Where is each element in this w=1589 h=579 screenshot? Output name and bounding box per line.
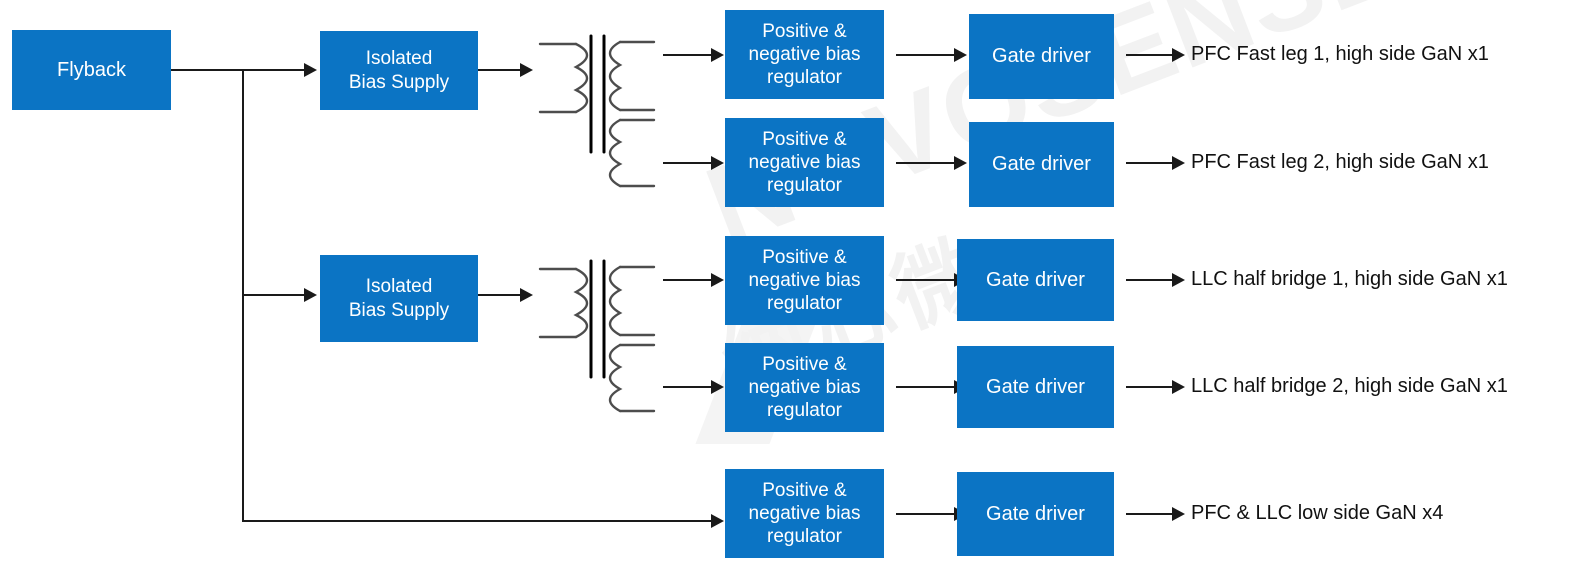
gate-driver-5-label: Gate driver	[986, 502, 1085, 525]
flyback-label: Flyback	[57, 58, 126, 81]
transformer-2	[538, 259, 656, 413]
transformer-1	[538, 34, 656, 188]
connector-driver2-to-output2	[1126, 162, 1174, 164]
connector-regulator4-to-driver4	[896, 386, 956, 388]
output-label-3: LLC half bridge 1, high side GaN x1	[1191, 268, 1508, 290]
gate-driver-5[interactable]: Gate driver	[957, 472, 1114, 556]
arrow-bus-to-regulator5	[711, 514, 724, 528]
connector-xfmr2s2-to-regulator4	[663, 386, 713, 388]
bias-regulator-4-line2: negative bias	[748, 376, 861, 398]
bias-regulator-1[interactable]: Positive & negative bias regulator	[725, 10, 884, 99]
bias-regulator-5-line1: Positive &	[762, 479, 847, 501]
bias-regulator-3-line1: Positive &	[762, 246, 847, 268]
output-label-1: PFC Fast leg 1, high side GaN x1	[1191, 43, 1489, 65]
connector-regulator2-to-driver2	[896, 162, 956, 164]
connector-xfmr1s2-to-regulator2	[663, 162, 713, 164]
bus-vertical-main	[242, 70, 244, 522]
connector-driver5-to-output5	[1126, 513, 1174, 515]
connector-bias2-to-xfmr2	[478, 294, 522, 296]
isolated-bias-supply-1[interactable]: Isolated Bias Supply	[320, 31, 478, 110]
bias-regulator-5-line2: negative bias	[748, 502, 861, 524]
connector-flyback-to-bias1	[171, 69, 306, 71]
arrow-driver5-to-output5	[1172, 507, 1185, 521]
bias-regulator-2-line2: negative bias	[748, 151, 861, 173]
bias-regulator-2-line1: Positive &	[762, 128, 847, 150]
bias-regulator-3-line3: regulator	[767, 293, 842, 315]
connector-regulator3-to-driver3	[896, 279, 956, 281]
bias-regulator-5[interactable]: Positive & negative bias regulator	[725, 469, 884, 558]
bias-regulator-1-line2: negative bias	[748, 43, 861, 65]
bias-regulator-3[interactable]: Positive & negative bias regulator	[725, 236, 884, 325]
isolated-bias-supply-2-line1: Isolated	[365, 276, 433, 298]
bias-regulator-2-line3: regulator	[767, 175, 842, 197]
arrow-bus-to-bias2	[304, 288, 317, 302]
bias-regulator-3-line2: negative bias	[748, 269, 861, 291]
connector-driver3-to-output3	[1126, 279, 1174, 281]
isolated-bias-supply-2-line2: Bias Supply	[348, 299, 450, 321]
bias-regulator-1-line3: regulator	[767, 67, 842, 89]
bias-regulator-4-line3: regulator	[767, 400, 842, 422]
connector-xfmr2s1-to-regulator3	[663, 279, 713, 281]
bias-regulator-5-line3: regulator	[767, 526, 842, 548]
gate-driver-3[interactable]: Gate driver	[957, 239, 1114, 321]
output-label-5: PFC & LLC low side GaN x4	[1191, 502, 1444, 524]
arrow-xfmr1s2-to-regulator2	[711, 156, 724, 170]
isolated-bias-supply-1-line1: Isolated	[365, 48, 433, 70]
arrow-bias2-to-xfmr2	[520, 288, 533, 302]
connector-driver4-to-output4	[1126, 386, 1174, 388]
isolated-bias-supply-2[interactable]: Isolated Bias Supply	[320, 255, 478, 342]
connector-regulator1-to-driver1	[896, 54, 956, 56]
connector-bus-to-bias2	[242, 294, 306, 296]
arrow-flyback-to-bias1	[304, 63, 317, 77]
arrow-regulator2-to-driver2	[954, 156, 967, 170]
arrow-driver1-to-output1	[1172, 48, 1185, 62]
connector-xfmr1s1-to-regulator1	[663, 54, 713, 56]
gate-driver-3-label: Gate driver	[986, 268, 1085, 291]
arrow-xfmr2s2-to-regulator4	[711, 380, 724, 394]
gate-driver-2[interactable]: Gate driver	[969, 122, 1114, 207]
bias-regulator-1-line1: Positive &	[762, 20, 847, 42]
arrow-xfmr2s1-to-regulator3	[711, 273, 724, 287]
bias-regulator-2[interactable]: Positive & negative bias regulator	[725, 118, 884, 207]
bias-regulator-4-line1: Positive &	[762, 353, 847, 375]
arrow-driver4-to-output4	[1172, 380, 1185, 394]
arrow-bias1-to-xfmr1	[520, 63, 533, 77]
flyback-box[interactable]: Flyback	[12, 30, 171, 110]
output-label-2: PFC Fast leg 2, high side GaN x1	[1191, 151, 1489, 173]
output-label-4: LLC half bridge 2, high side GaN x1	[1191, 375, 1508, 397]
gate-driver-4[interactable]: Gate driver	[957, 346, 1114, 428]
arrow-xfmr1s1-to-regulator1	[711, 48, 724, 62]
arrow-regulator1-to-driver1	[954, 48, 967, 62]
gate-driver-1[interactable]: Gate driver	[969, 14, 1114, 99]
gate-driver-1-label: Gate driver	[992, 45, 1091, 68]
arrow-driver2-to-output2	[1172, 156, 1185, 170]
gate-driver-2-label: Gate driver	[992, 153, 1091, 176]
connector-regulator5-to-driver5	[896, 513, 956, 515]
connector-driver1-to-output1	[1126, 54, 1174, 56]
arrow-driver3-to-output3	[1172, 273, 1185, 287]
connector-bias1-to-xfmr1	[478, 69, 522, 71]
connector-bus-to-regulator5	[242, 520, 713, 522]
isolated-bias-supply-1-line2: Bias Supply	[348, 71, 450, 93]
gate-driver-4-label: Gate driver	[986, 375, 1085, 398]
bias-regulator-4[interactable]: Positive & negative bias regulator	[725, 343, 884, 432]
